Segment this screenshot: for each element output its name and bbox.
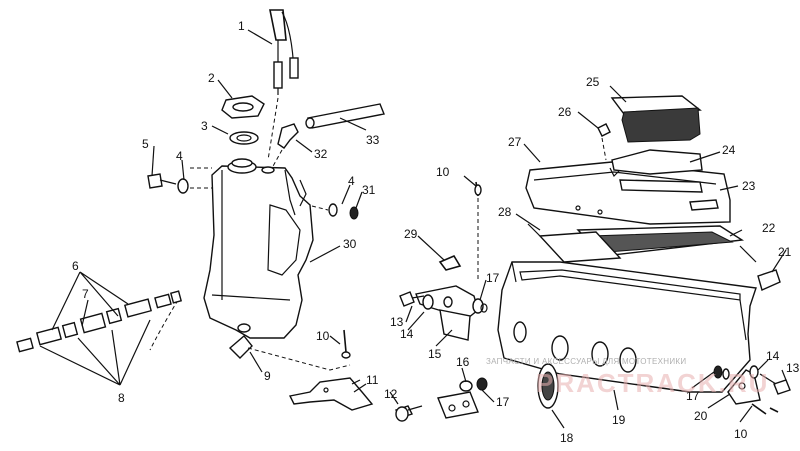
callout-18: 18 — [560, 431, 574, 445]
callout-3: 3 — [201, 119, 208, 133]
callout-28: 28 — [498, 205, 512, 219]
fuel-tank — [203, 158, 314, 339]
bracket-screw — [399, 291, 434, 310]
callout-25: 25 — [586, 75, 600, 89]
callout-13-left: 13 — [390, 315, 404, 329]
callout-19: 19 — [612, 413, 626, 427]
callout-10-lower: 10 — [316, 329, 330, 343]
callout-24: 24 — [722, 143, 736, 157]
callout-labels: 1 2 3 4 5 4 31 30 33 32 6 7 8 9 10 11 12… — [72, 19, 800, 445]
vent-hose — [305, 103, 385, 129]
callout-16: 16 — [456, 355, 470, 369]
retainer-clip — [597, 123, 611, 137]
tank-bracket — [288, 377, 374, 411]
callout-14-right: 14 — [766, 349, 780, 363]
callout-10-right: 10 — [734, 427, 748, 441]
bracket-bolt — [395, 405, 423, 422]
callout-26: 26 — [558, 105, 572, 119]
watermark-text: ЗАПЧАСТИ И АКСЕССУАРЫ ДЛЯ МОТОТЕХНИКИ — [486, 357, 686, 366]
callout-17-upper: 17 — [486, 271, 500, 285]
tank-grommet — [328, 203, 359, 220]
callout-29: 29 — [404, 227, 418, 241]
callout-1: 1 — [238, 19, 245, 33]
latch-screw — [713, 365, 791, 395]
airbox-lid — [525, 149, 731, 225]
lid-latch — [727, 369, 761, 405]
callout-14-left: 14 — [400, 327, 414, 341]
callout-23: 23 — [742, 179, 756, 193]
drain-fitting — [228, 323, 253, 359]
callout-15: 15 — [428, 347, 442, 361]
bracket-grommet — [472, 298, 488, 314]
spring-clip — [438, 254, 462, 271]
callout-22: 22 — [762, 221, 776, 235]
foam-pre-filter — [610, 95, 702, 143]
callout-2: 2 — [208, 71, 215, 85]
callout-31: 31 — [362, 183, 376, 197]
tank-bolt — [147, 173, 189, 194]
callout-17-lower: 17 — [496, 395, 510, 409]
callout-33: 33 — [366, 133, 380, 147]
callout-5: 5 — [142, 137, 149, 151]
callout-12: 12 — [384, 387, 398, 401]
callout-27: 27 — [508, 135, 522, 149]
callout-32: 32 — [314, 147, 328, 161]
airbox-bracket — [415, 285, 479, 341]
fuel-line-assembly — [16, 290, 183, 353]
tank-cap — [221, 95, 265, 119]
rubber-mount — [437, 377, 488, 419]
callout-21: 21 — [778, 245, 792, 259]
callout-8: 8 — [118, 391, 125, 405]
hose-elbow — [277, 123, 299, 149]
fuel-gauge-sender — [267, 9, 299, 161]
mounting-pin-upper — [474, 181, 482, 280]
watermark-logo: PRACTRACK.RU — [536, 368, 769, 398]
callout-4-right: 4 — [348, 174, 355, 188]
callout-6: 6 — [72, 259, 79, 273]
mounting-pin-lower — [341, 329, 351, 359]
callout-4-left: 4 — [176, 149, 183, 163]
filter-frame — [538, 231, 622, 263]
hose-clamp — [757, 269, 781, 291]
callout-20: 20 — [694, 409, 708, 423]
leader-lines — [151, 29, 787, 429]
callout-9: 9 — [264, 369, 271, 383]
callout-10-upper: 10 — [436, 165, 450, 179]
cap-gasket — [229, 131, 259, 145]
callout-13-right: 13 — [786, 361, 800, 375]
callout-30: 30 — [343, 237, 357, 251]
callout-7: 7 — [82, 287, 89, 301]
callout-11: 11 — [366, 373, 379, 387]
callout-17-right: 17 — [686, 389, 700, 403]
intake-boot — [537, 363, 559, 409]
airbox-lower — [497, 261, 757, 393]
